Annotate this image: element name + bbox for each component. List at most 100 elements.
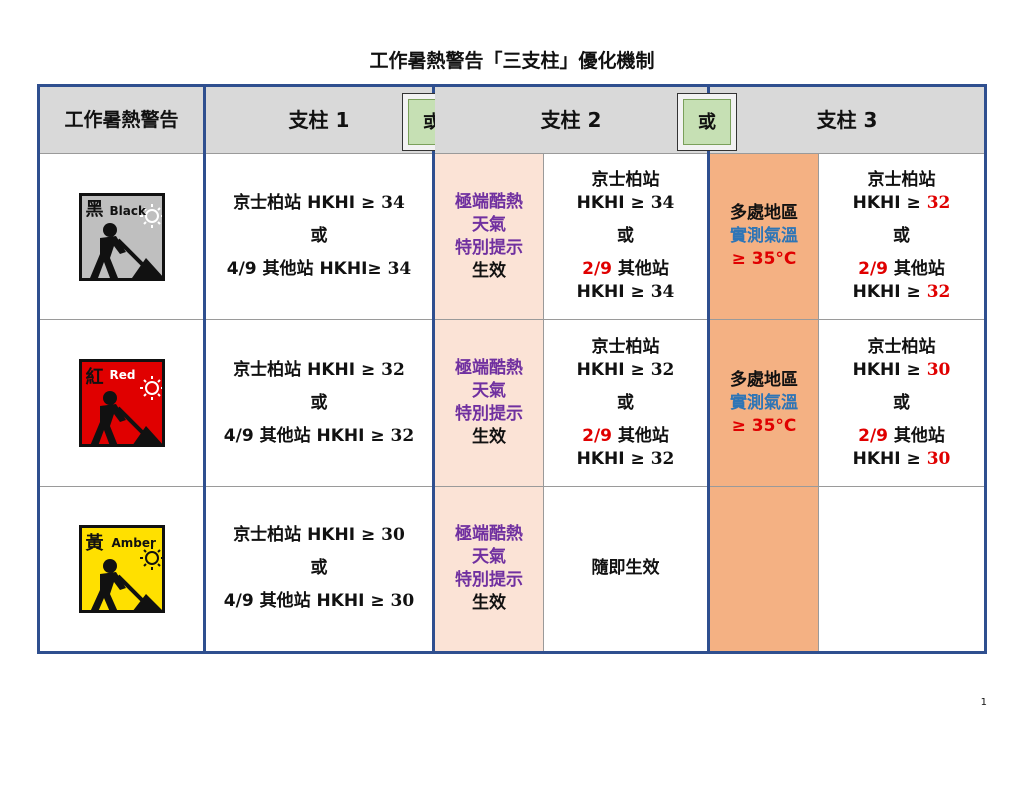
p3-text-b: 實測氣溫	[730, 226, 799, 247]
p2-text-a: 極端酷熱	[455, 191, 523, 212]
p1-line2: 4/9 其他站 HKHI≥	[226, 259, 388, 280]
p2b-or: 或	[617, 226, 634, 247]
pillar-3-temperature-cell: 多處地區 實測氣溫 ≥ 35°C	[707, 319, 820, 487]
table-row-black: 黑 Black 京士柏站 HKHI ≥ 34 或 4/9 其他站 HKHI≥ 3…	[38, 153, 987, 321]
p2-text-b: 天氣	[472, 214, 506, 235]
header-pillar-2: 支柱 2 或	[431, 84, 738, 155]
header-pillar-3: 支柱 3	[707, 84, 987, 155]
icon-char: 黃	[85, 532, 104, 554]
warning-icon-cell: 紅 Red	[38, 319, 205, 487]
table-row-amber: 黃 Amber 京士柏站 HKHI ≥ 30 或 4/9 其他站 HKHI ≥ …	[38, 485, 987, 654]
p3b-hkhi: HKHI ≥	[852, 359, 927, 380]
p1-value2: 34	[387, 259, 412, 280]
p3b-station: 京士柏站	[867, 336, 936, 357]
p1-value1: 30	[381, 525, 405, 546]
amber-heat-warning-icon: 黃 Amber	[78, 524, 165, 613]
p2-text-d: 生效	[472, 592, 506, 613]
pillar-2-hkhi-cell: 京士柏站 HKHI ≥ 34 或 2/9 其他站 HKHI ≥ 34	[542, 153, 710, 321]
p2b-ratio: 2/9	[582, 425, 612, 446]
pillar-1-cell: 京士柏站 HKHI ≥ 32 或 4/9 其他站 HKHI ≥ 32	[203, 319, 434, 487]
pillar-2-extreme-heat-cell: 極端酷熱 天氣 特別提示 生效	[432, 319, 544, 487]
p2-text-d: 生效	[472, 427, 506, 448]
icon-char: 黑	[85, 198, 104, 220]
p3b-hkhi2: HKHI ≥	[852, 448, 927, 469]
pillar-3-hkhi-cell: 京士柏站 HKHI ≥ 30 或 2/9 其他站 HKHI ≥ 30	[818, 319, 987, 487]
header-pillar-3-label: 支柱 3	[816, 107, 878, 132]
p2b-other: 其他站	[611, 425, 669, 446]
worker-shovel-icon	[90, 376, 162, 445]
p1-line2: 4/9 其他站 HKHI ≥	[223, 591, 391, 612]
pillar-3-hkhi-cell: 京士柏站 HKHI ≥ 32 或 2/9 其他站 HKHI ≥ 32	[818, 153, 987, 321]
p3b-ratio: 2/9	[858, 259, 888, 280]
p1-value1: 34	[381, 193, 405, 214]
header-pillar-2-label: 支柱 2	[540, 107, 602, 132]
p2b-or: 或	[617, 392, 634, 413]
p1-or: 或	[310, 392, 328, 413]
p2b-hkhi2: HKHI ≥	[576, 282, 651, 303]
p2b-immediate: 隨即生效	[591, 558, 660, 579]
p2b-station: 京士柏站	[591, 336, 660, 357]
pillar-3-temperature-cell: 多處地區 實測氣溫 ≥ 35°C	[707, 153, 820, 321]
heat-warning-table: 工作暑熱警告 支柱 1 或 支柱 2 或 支柱 3	[37, 84, 988, 654]
red-heat-warning-icon: 紅 Red	[78, 359, 165, 448]
pillar-2-extreme-heat-cell: 極端酷熱 天氣 特別提示 生效	[432, 485, 544, 654]
p2b-hkhi: HKHI ≥	[576, 193, 651, 214]
p2b-station: 京士柏站	[591, 170, 660, 191]
header-pillar-1-label: 支柱 1	[288, 107, 350, 132]
p3b-hkhi2: HKHI ≥	[852, 282, 927, 303]
p1-value2: 30	[390, 591, 415, 612]
p3b-other: 其他站	[888, 425, 945, 446]
p2b-hkhi2: HKHI ≥	[576, 448, 651, 469]
p2-text-d: 生效	[472, 260, 506, 281]
p2-text-a: 極端酷熱	[455, 358, 523, 379]
p3b-hkhi-value: 30	[926, 359, 951, 380]
p2-text-c: 特別提示	[455, 404, 523, 425]
p2b-other: 其他站	[611, 259, 669, 280]
p1-line1: 京士柏站 HKHI ≥	[233, 193, 382, 214]
p2-text-b: 天氣	[472, 381, 506, 402]
table-row-red: 紅 Red 京士柏站 HKHI ≥ 32 或 4/9 其他站 HKHI ≥ 32…	[38, 319, 987, 487]
p1-value2: 32	[390, 425, 415, 446]
pillar-2-extreme-heat-cell: 極端酷熱 天氣 特別提示 生效	[432, 153, 544, 321]
icon-char: 紅	[85, 367, 104, 389]
p3-text-c: ≥ 35°C	[731, 415, 797, 436]
worker-shovel-icon	[89, 203, 162, 278]
p1-line1: 京士柏站 HKHI ≥	[233, 359, 382, 380]
p2b-ratio: 2/9	[582, 259, 612, 280]
icon-word: Red	[109, 368, 136, 383]
p1-line2: 4/9 其他站 HKHI ≥	[223, 425, 391, 446]
p3b-or: 或	[893, 226, 911, 247]
pillar-1-cell: 京士柏站 HKHI ≥ 30 或 4/9 其他站 HKHI ≥ 30	[203, 485, 434, 654]
or-badge-2-label: 或	[683, 99, 732, 145]
black-heat-warning-icon: 黑 Black	[78, 192, 165, 281]
icon-word: Amber	[111, 535, 156, 550]
p2b-hkhi: HKHI ≥	[576, 359, 651, 380]
p2b-hkhi2-value: 34	[650, 282, 675, 303]
p2-text-b: 天氣	[472, 546, 506, 567]
p1-or: 或	[310, 558, 328, 579]
worker-shovel-icon	[90, 545, 162, 610]
p2-text-c: 特別提示	[455, 569, 523, 590]
p3-text-c: ≥ 35°C	[731, 249, 797, 270]
pillar-3-temperature-cell-empty	[707, 485, 820, 654]
p2-text-a: 極端酷熱	[455, 523, 523, 544]
or-badge-2: 或	[677, 93, 738, 151]
p1-or: 或	[310, 226, 328, 247]
pillar-1-cell: 京士柏站 HKHI ≥ 34 或 4/9 其他站 HKHI≥ 34	[203, 153, 434, 321]
p3b-hkhi-value: 32	[926, 193, 951, 214]
document-title: 工作暑熱警告「三支柱」優化機制	[369, 50, 655, 72]
pillar-2-hkhi-cell: 京士柏站 HKHI ≥ 32 或 2/9 其他站 HKHI ≥ 32	[542, 319, 710, 487]
p3b-station: 京士柏站	[867, 170, 936, 191]
p2-text-c: 特別提示	[455, 237, 523, 258]
p3b-hkhi2-value: 30	[926, 448, 951, 469]
header-pillar-1: 支柱 1 或	[203, 84, 462, 155]
p1-value1: 32	[381, 359, 405, 380]
p2b-hkhi-value: 32	[650, 359, 675, 380]
pillar-2-immediate-cell: 隨即生效	[542, 485, 710, 654]
icon-word: Black	[109, 203, 146, 218]
header-heat-warning: 工作暑熱警告	[38, 84, 205, 155]
table-header-row: 工作暑熱警告 支柱 1 或 支柱 2 或 支柱 3	[38, 84, 987, 155]
p3-text-a: 多處地區	[730, 203, 799, 224]
p3b-ratio: 2/9	[858, 425, 888, 446]
p2b-hkhi2-value: 32	[650, 448, 675, 469]
